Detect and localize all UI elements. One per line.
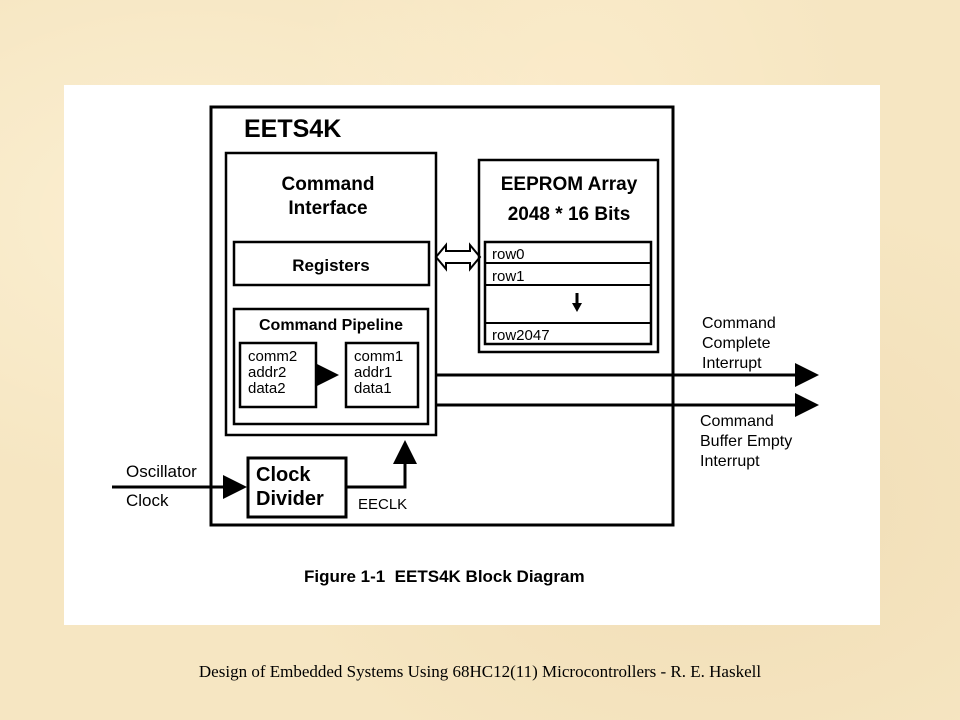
eeclk-label: EECLK [358, 496, 407, 513]
bidirectional-bus-arrow [434, 242, 482, 272]
eets4k-block [209, 105, 675, 527]
buffer-empty-label-line3: Interrupt [700, 453, 760, 470]
clock-divider-label-line2: Divider [256, 488, 324, 510]
figure-caption: Figure 1-1 EETS4K Block Diagram [304, 567, 585, 586]
eeprom-label-line2: 2048 * 16 Bits [508, 204, 631, 225]
command-pipeline-title: Command Pipeline [259, 317, 403, 334]
eeprom-ellipsis-arrowhead [572, 303, 582, 312]
command-complete-label-line1: Command [702, 315, 776, 332]
eeprom-row1: row1 [492, 268, 525, 285]
command-pipeline-block [232, 307, 430, 426]
oscillator-label-line2: Clock [126, 491, 169, 510]
block-diagram-svg: EETS4K Command Interface Registers Comma… [112, 105, 819, 586]
pipeline-stage1-addr: addr1 [354, 364, 392, 381]
eeprom-label-line1: EEPROM Array [501, 174, 638, 195]
buffer-empty-label-line1: Command [700, 413, 774, 430]
clock-divider-label-line1: Clock [256, 464, 311, 486]
eeprom-rows-block [483, 240, 653, 346]
pipeline-stage2-data: data2 [248, 380, 286, 397]
footer-credit: Design of Embedded Systems Using 68HC12(… [198, 662, 762, 681]
command-interface-label-line1: Command [282, 174, 375, 195]
pipeline-stage2-comm: comm2 [248, 348, 297, 365]
block-diagram-figure: EETS4K Command Interface Registers Comma… [64, 85, 880, 625]
registers-block [232, 240, 431, 287]
pipeline-stage2-addr: addr2 [248, 364, 286, 381]
command-interface-label-line2: Interface [288, 198, 367, 219]
command-interface-block [224, 151, 438, 437]
command-complete-label-line2: Complete [702, 335, 771, 352]
eeprom-row0: row0 [492, 246, 525, 263]
command-complete-label-line3: Interrupt [702, 355, 762, 372]
registers-label: Registers [292, 256, 369, 275]
pipeline-stage1-box [344, 341, 420, 409]
eeclk-arrow [346, 440, 417, 489]
eeprom-row2047: row2047 [492, 327, 550, 344]
buffer-empty-label-line2: Buffer Empty [700, 433, 792, 450]
pipeline-stage1-comm: comm1 [354, 348, 403, 365]
pipeline-stage1-data: data1 [354, 380, 392, 397]
oscillator-label-line1: Oscillator [126, 462, 197, 481]
eets4k-title: EETS4K [244, 115, 341, 143]
